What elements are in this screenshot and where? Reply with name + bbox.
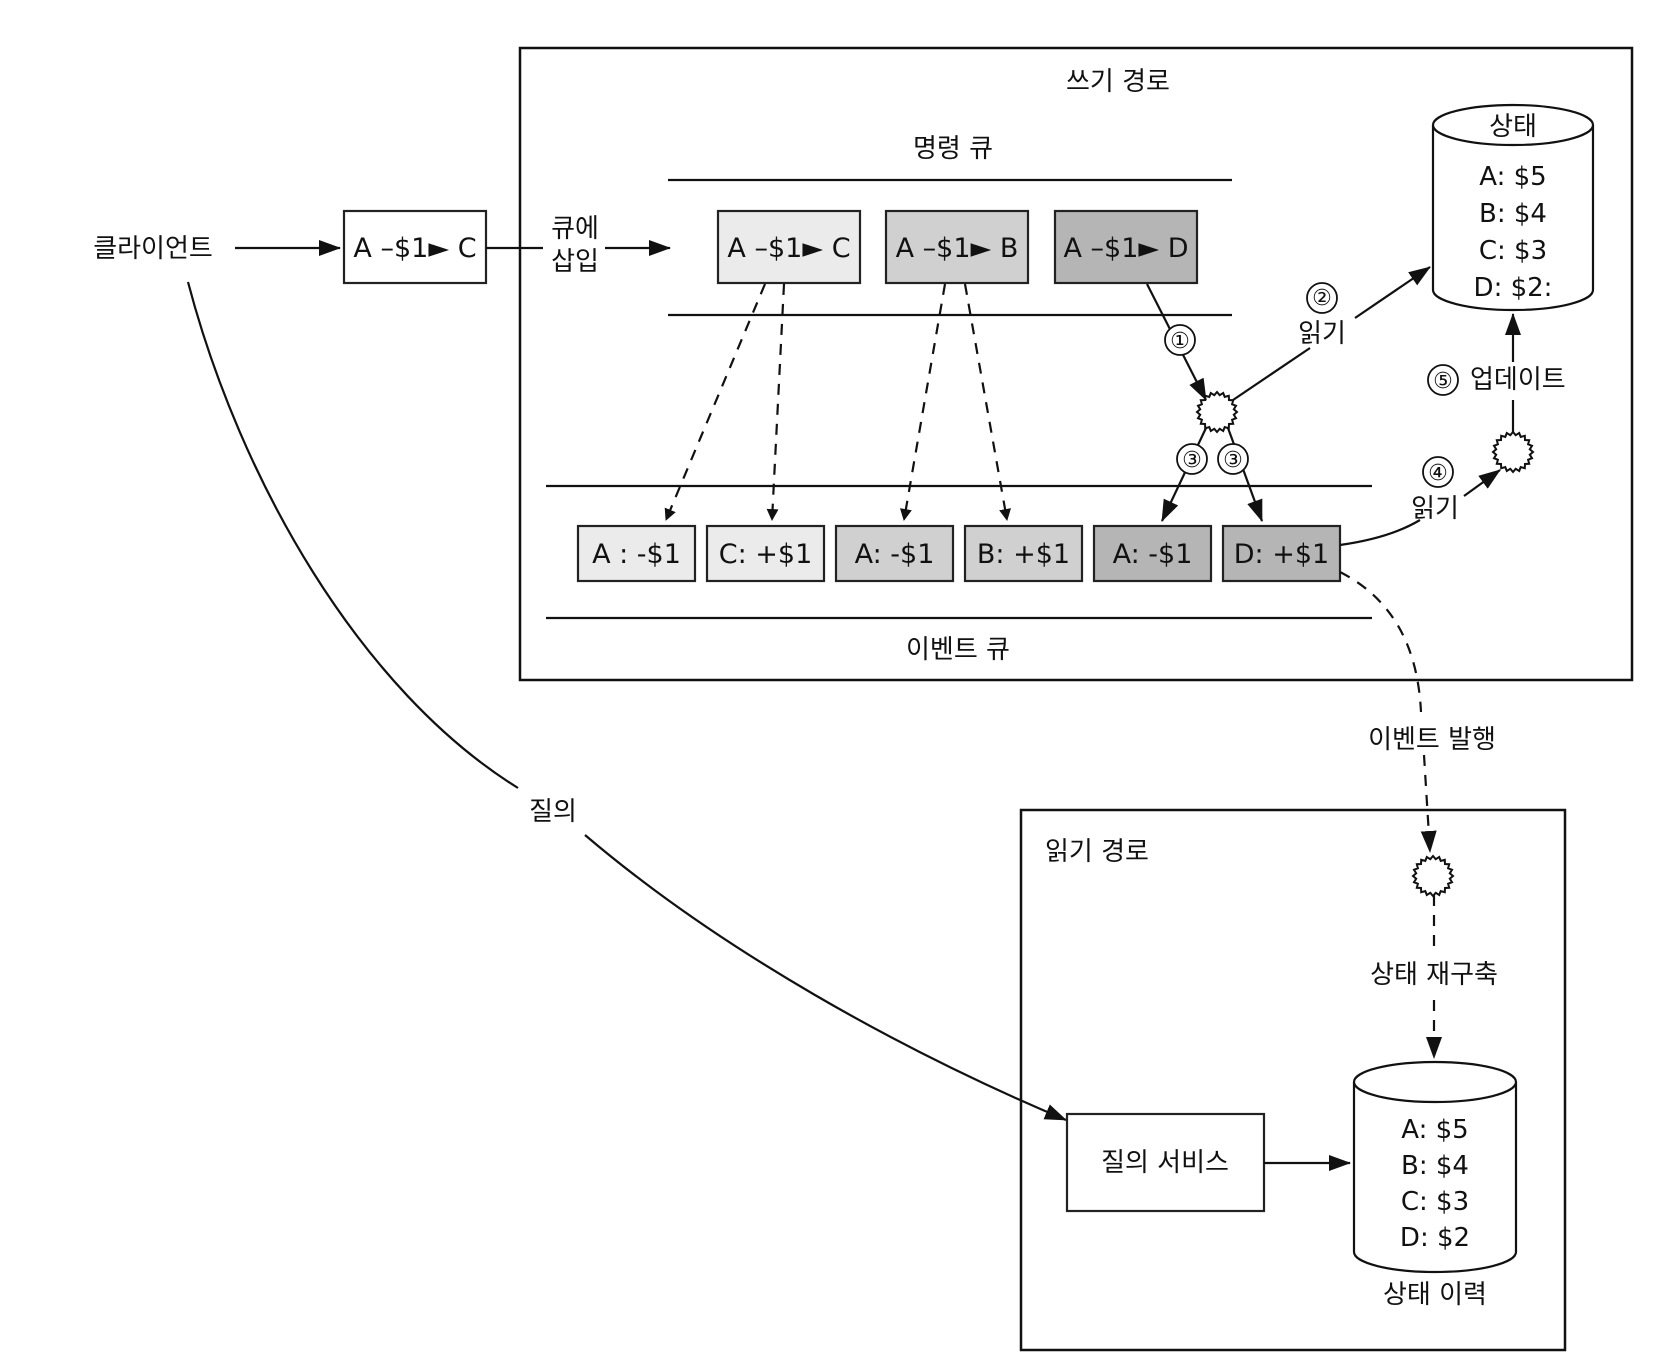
state-updater-icon: [1491, 430, 1535, 474]
svg-text:A –$1► D: A –$1► D: [1063, 233, 1188, 264]
command-queue-title: 명령 큐: [913, 134, 993, 164]
svg-text:질의 서비스: 질의 서비스: [1101, 1148, 1229, 1178]
state-db-row: A: $5: [1479, 162, 1546, 192]
step-2-label: 읽기: [1298, 319, 1346, 349]
history-db-row: B: $4: [1401, 1151, 1469, 1181]
svg-text:A –$1► C: A –$1► C: [353, 233, 476, 264]
step-2-badge: ②: [1312, 286, 1332, 311]
query-label: 질의: [529, 797, 577, 827]
svg-text:D: +$1: D: +$1: [1234, 539, 1329, 570]
state-db-row: C: $3: [1479, 236, 1547, 266]
step-1-badge: ①: [1170, 329, 1190, 354]
step-5-badge: ⑤: [1433, 369, 1453, 394]
client-command-box: A –$1► C: [342, 209, 488, 285]
command-queue-item: A –$1► B: [884, 209, 1030, 285]
arrow-glyph: ►: [971, 233, 992, 264]
step-4-label: 읽기: [1411, 494, 1459, 524]
step-3b-badge: ③: [1223, 448, 1243, 473]
state-history-database: [1352, 1060, 1518, 1274]
client-label: 클라이언트: [93, 234, 213, 264]
arrow-glyph: ►: [1138, 233, 1159, 264]
event-queue-item: A: -$1: [834, 524, 955, 583]
event-queue-item: A: -$1: [1092, 524, 1213, 583]
event-processor-icon: [1195, 390, 1239, 434]
svg-text:A : -$1: A : -$1: [592, 539, 681, 570]
history-db-row: D: $2: [1400, 1223, 1470, 1253]
svg-text:A: -$1: A: -$1: [855, 539, 935, 570]
arrow-emit-event-a: [1161, 427, 1207, 522]
command-queue-item: A –$1► D: [1053, 209, 1199, 285]
event-queue-item: D: +$1: [1221, 524, 1342, 583]
step-5-label: 업데이트: [1470, 365, 1566, 395]
arrow-glyph: ►: [428, 233, 449, 264]
state-db-row: D: $2:: [1474, 273, 1553, 303]
history-db-row: C: $3: [1401, 1187, 1469, 1217]
event-queue-item: C: +$1: [705, 524, 826, 583]
dashed-arrow: [664, 283, 767, 521]
dashed-arrow: [766, 283, 786, 521]
history-db-row: A: $5: [1401, 1115, 1468, 1145]
projector-icon: [1411, 854, 1455, 898]
step-4-badge: ④: [1428, 461, 1448, 486]
svg-text:A –$1► C: A –$1► C: [727, 233, 850, 264]
state-db-title: 상태: [1489, 112, 1537, 142]
dashed-arrow: [963, 283, 1011, 521]
arrow-read-state: [1354, 266, 1431, 319]
svg-text:B: +$1: B: +$1: [977, 539, 1070, 570]
arrow-publish-events: [1420, 754, 1437, 853]
arrow-read-event: [1463, 469, 1501, 497]
event-queue-item: A : -$1: [576, 524, 697, 583]
command-queue-item: A –$1► C: [716, 209, 862, 285]
publish-events-label: 이벤트 발행: [1368, 725, 1496, 755]
svg-text:A –$1► B: A –$1► B: [896, 233, 1019, 264]
dashed-arrow: [899, 283, 947, 521]
state-db-row: B: $4: [1479, 199, 1547, 229]
state-database: [1431, 103, 1595, 312]
event-queue-title: 이벤트 큐: [906, 635, 1010, 665]
arrow-query: [584, 834, 1067, 1122]
enqueue-label: 큐에: [551, 214, 599, 244]
event-queue-item: B: +$1: [963, 524, 1084, 583]
rebuild-state-label: 상태 재구축: [1370, 960, 1498, 990]
step-3a-badge: ③: [1182, 448, 1202, 473]
svg-text:C: +$1: C: +$1: [719, 539, 813, 570]
svg-text:A: -$1: A: -$1: [1113, 539, 1193, 570]
enqueue-label: 삽입: [551, 247, 599, 277]
write-path-frame: [518, 46, 1634, 682]
arrow-glyph: ►: [802, 233, 823, 264]
history-db-caption: 상태 이력: [1383, 1280, 1487, 1310]
query-service-box: 질의 서비스: [1065, 1112, 1266, 1213]
write-path-title: 쓰기 경로: [1066, 67, 1170, 97]
read-path-title: 읽기 경로: [1045, 837, 1149, 867]
read-path-frame: [1019, 808, 1567, 1352]
